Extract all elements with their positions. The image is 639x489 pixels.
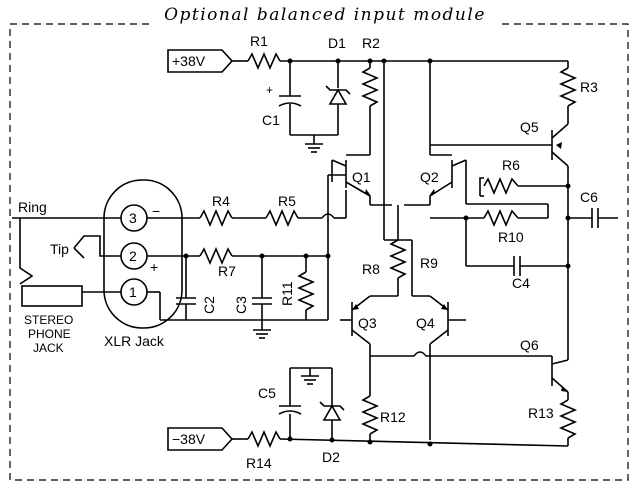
r7-label: R7	[218, 263, 236, 279]
diagram-title: Optional balanced input module	[164, 5, 486, 25]
c2-label: C2	[201, 296, 217, 314]
r13-label: R13	[528, 405, 554, 421]
svg-text:+: +	[150, 259, 158, 275]
feedback-network: R10 R6 C6 C4	[430, 157, 618, 291]
svg-text:−: −	[152, 203, 160, 219]
ring-label: Ring	[18, 199, 47, 215]
q3-transistor: Q3	[340, 295, 398, 345]
q5-transistor: Q5	[430, 119, 569, 360]
r8-r9: R8 R9	[362, 205, 438, 296]
q6-transistor: Q6 R13	[520, 337, 578, 446]
q4-transistor: Q4	[412, 295, 466, 345]
xlr-connector: 3 2 1 − + XLR Jack	[103, 179, 183, 349]
q2-label: Q2	[420, 169, 439, 185]
d1-label: D1	[328, 35, 346, 51]
svg-text:1: 1	[129, 284, 137, 300]
r4-label: R4	[212, 193, 230, 209]
r2-label: R2	[362, 35, 380, 51]
c4-label: C4	[512, 275, 530, 291]
stereo-phone-jack: Ring Tip STEREO PHONE JACK	[12, 199, 121, 355]
r12-label: R12	[380, 409, 406, 425]
r10-label: R10	[498, 229, 524, 245]
q4-label: Q4	[416, 315, 435, 331]
xlr-jack-label: XLR Jack	[104, 333, 165, 349]
r11-label: R11	[279, 281, 295, 306]
r4-r5-chain: R4 R5	[147, 190, 347, 228]
tip-label: Tip	[50, 241, 69, 257]
supply-negative-label: −38V	[172, 431, 206, 447]
supply-positive-label: +38V	[172, 53, 206, 69]
q2-transistor: Q2	[420, 154, 467, 197]
q1-label: Q1	[352, 169, 371, 185]
positive-supply: +38V R1 + C1 D1 R2 R3	[167, 33, 598, 155]
q5-label: Q5	[520, 119, 539, 135]
r6-label: R6	[502, 157, 520, 173]
svg-text:+: +	[266, 83, 273, 97]
r5-label: R5	[278, 193, 296, 209]
q1-transistor: Q1	[331, 135, 371, 197]
q6-label: Q6	[520, 337, 539, 353]
r14-label: R14	[246, 455, 272, 471]
module-border	[9, 23, 629, 481]
d2-label: D2	[322, 449, 340, 465]
negative-supply: −38V R14 C5 D2 R12	[167, 367, 569, 471]
c3-label: C3	[233, 296, 249, 314]
svg-text:2: 2	[129, 248, 137, 264]
r1-label: R1	[250, 33, 268, 49]
svg-text:STEREO: STEREO	[24, 313, 73, 327]
r9-label: R9	[420, 255, 438, 271]
c6-label: C6	[580, 189, 598, 205]
c1-label: C1	[262, 112, 280, 128]
q3-label: Q3	[358, 315, 377, 331]
r3-label: R3	[580, 79, 598, 95]
svg-text:JACK: JACK	[33, 341, 64, 355]
c5-label: C5	[258, 385, 276, 401]
svg-text:PHONE: PHONE	[28, 327, 71, 341]
svg-text:3: 3	[129, 210, 137, 226]
r8-label: R8	[362, 261, 380, 277]
r7-network: R7 R11 C2 C3	[147, 174, 346, 339]
